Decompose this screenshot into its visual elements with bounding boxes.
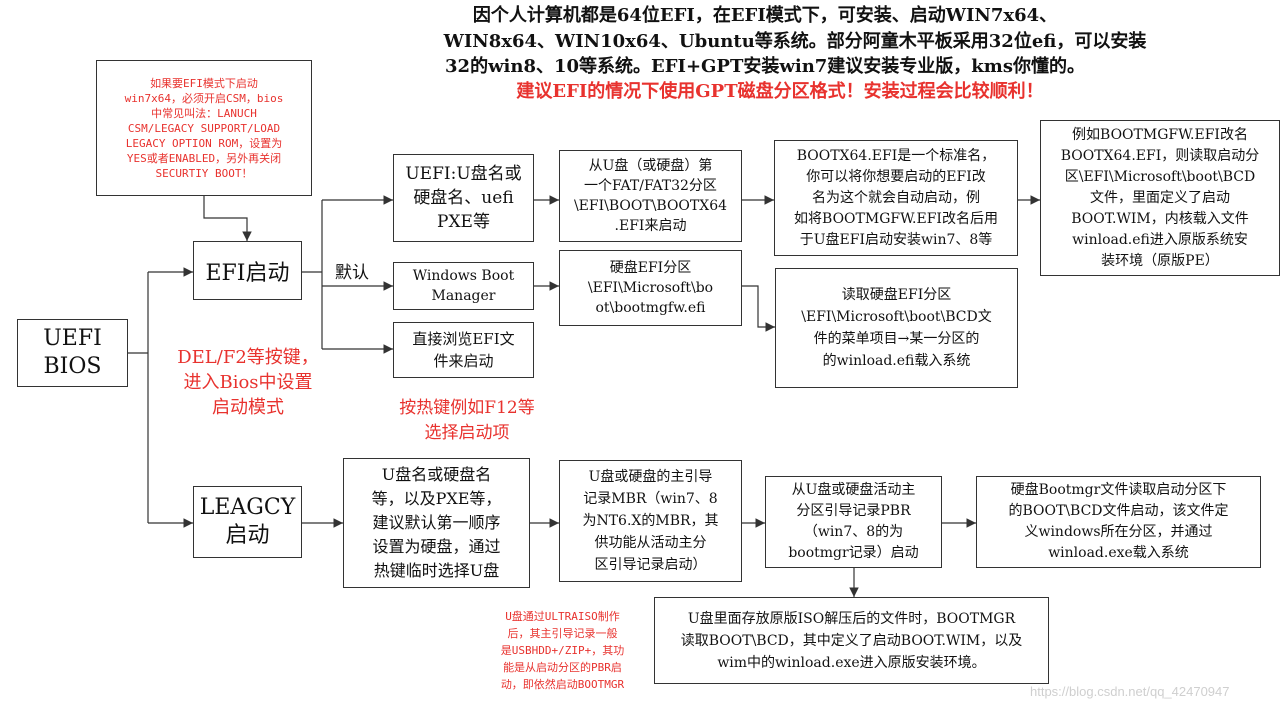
usb-fat-partition-box: 从U盘（或硬盘）第 一个FAT/FAT32分区 \EFI\BOOT\BOOTX6… [559, 150, 742, 242]
watermark-text: https://blog.csdn.net/qq_42470947 [1030, 684, 1230, 699]
usb-or-disk-name-box: U盘名或硬盘名 等，以及PXE等， 建议默认第一顺序 设置为硬盘，通过 热键临时… [343, 458, 530, 588]
header-line-1: 因个人计算机都是64位EFI，在EFI模式下，可安装、启动WIN7x64、 [472, 5, 1058, 26]
uefi-bios-box: UEFI BIOS [17, 319, 128, 387]
bootmgr-read-box: 硬盘Bootmgr文件读取启动分区下 的BOOT\BCD文件启动，该文件定 义w… [976, 476, 1261, 568]
arrow-note-to-efi [203, 196, 252, 241]
windows-boot-manager-box: Windows Boot Manager [393, 262, 534, 310]
usb-iso-box: U盘里面存放原版ISO解压后的文件时，BOOTMGR 读取BOOT\BCD，其中… [654, 597, 1049, 684]
legacy-boot-box: LEAGCY 启动 [193, 486, 302, 558]
del-f2-label: DEL/F2等按键， 进入Bios中设置 启动模式 [177, 347, 319, 418]
header-line-2: WIN8x64、WIN10x64、Ubuntu等系统。部分阿童木平板采用32位e… [443, 31, 1147, 52]
disk-efi-partition-box: 硬盘EFI分区 \EFI\Microsoft\bo ot\bootmgfw.ef… [559, 250, 742, 326]
uefi-usb-box: UEFI:U盘名或 硬盘名、uefi PXE等 [393, 154, 534, 242]
read-bcd-efi-box: 读取硬盘EFI分区 \EFI\Microsoft\boot\BCD文 件的菜单项… [775, 268, 1018, 388]
csm-note-box: 如果要EFI模式下启动 win7x64，必须开启CSM，bios 中常见叫法：L… [96, 60, 312, 196]
hotkey-label: 按热键例如F12等 选择启动项 [399, 398, 535, 443]
default-label: 默认 [335, 263, 369, 283]
pbr-box: 从U盘或硬盘活动主 分区引导记录PBR （win7、8的为 bootmgr记录）… [765, 476, 942, 568]
mbr-box: U盘或硬盘的主引导 记录MBR（win7、8 为NT6.X的MBR，其 供功能从… [559, 460, 742, 582]
arrow-efipart-to-bcd [742, 285, 775, 332]
header-line-4: 建议EFI的情况下使用GPT磁盘分区格式！安装过程会比较顺利！ [516, 81, 1044, 102]
ultraiso-note: U盘通过ULTRAISO制作 后，其主引导记录一般 是USBHDD+/ZIP+，… [500, 610, 625, 691]
rename-example-box: 例如BOOTMGFW.EFI改名 BOOTX64.EFI，则读取启动分 区\EF… [1040, 120, 1280, 276]
header-line-3: 32的win8、10等系统。EFI+GPT安装win7建议安装专业版，kms你懂… [445, 56, 1085, 77]
bootx64-standard-box: BOOTX64.EFI是一个标准名， 你可以将你想要启动的EFI改 名为这个就会… [774, 140, 1018, 256]
efi-boot-box: EFI启动 [193, 241, 302, 300]
browse-efi-box: 直接浏览EFI文 件来启动 [393, 322, 534, 378]
